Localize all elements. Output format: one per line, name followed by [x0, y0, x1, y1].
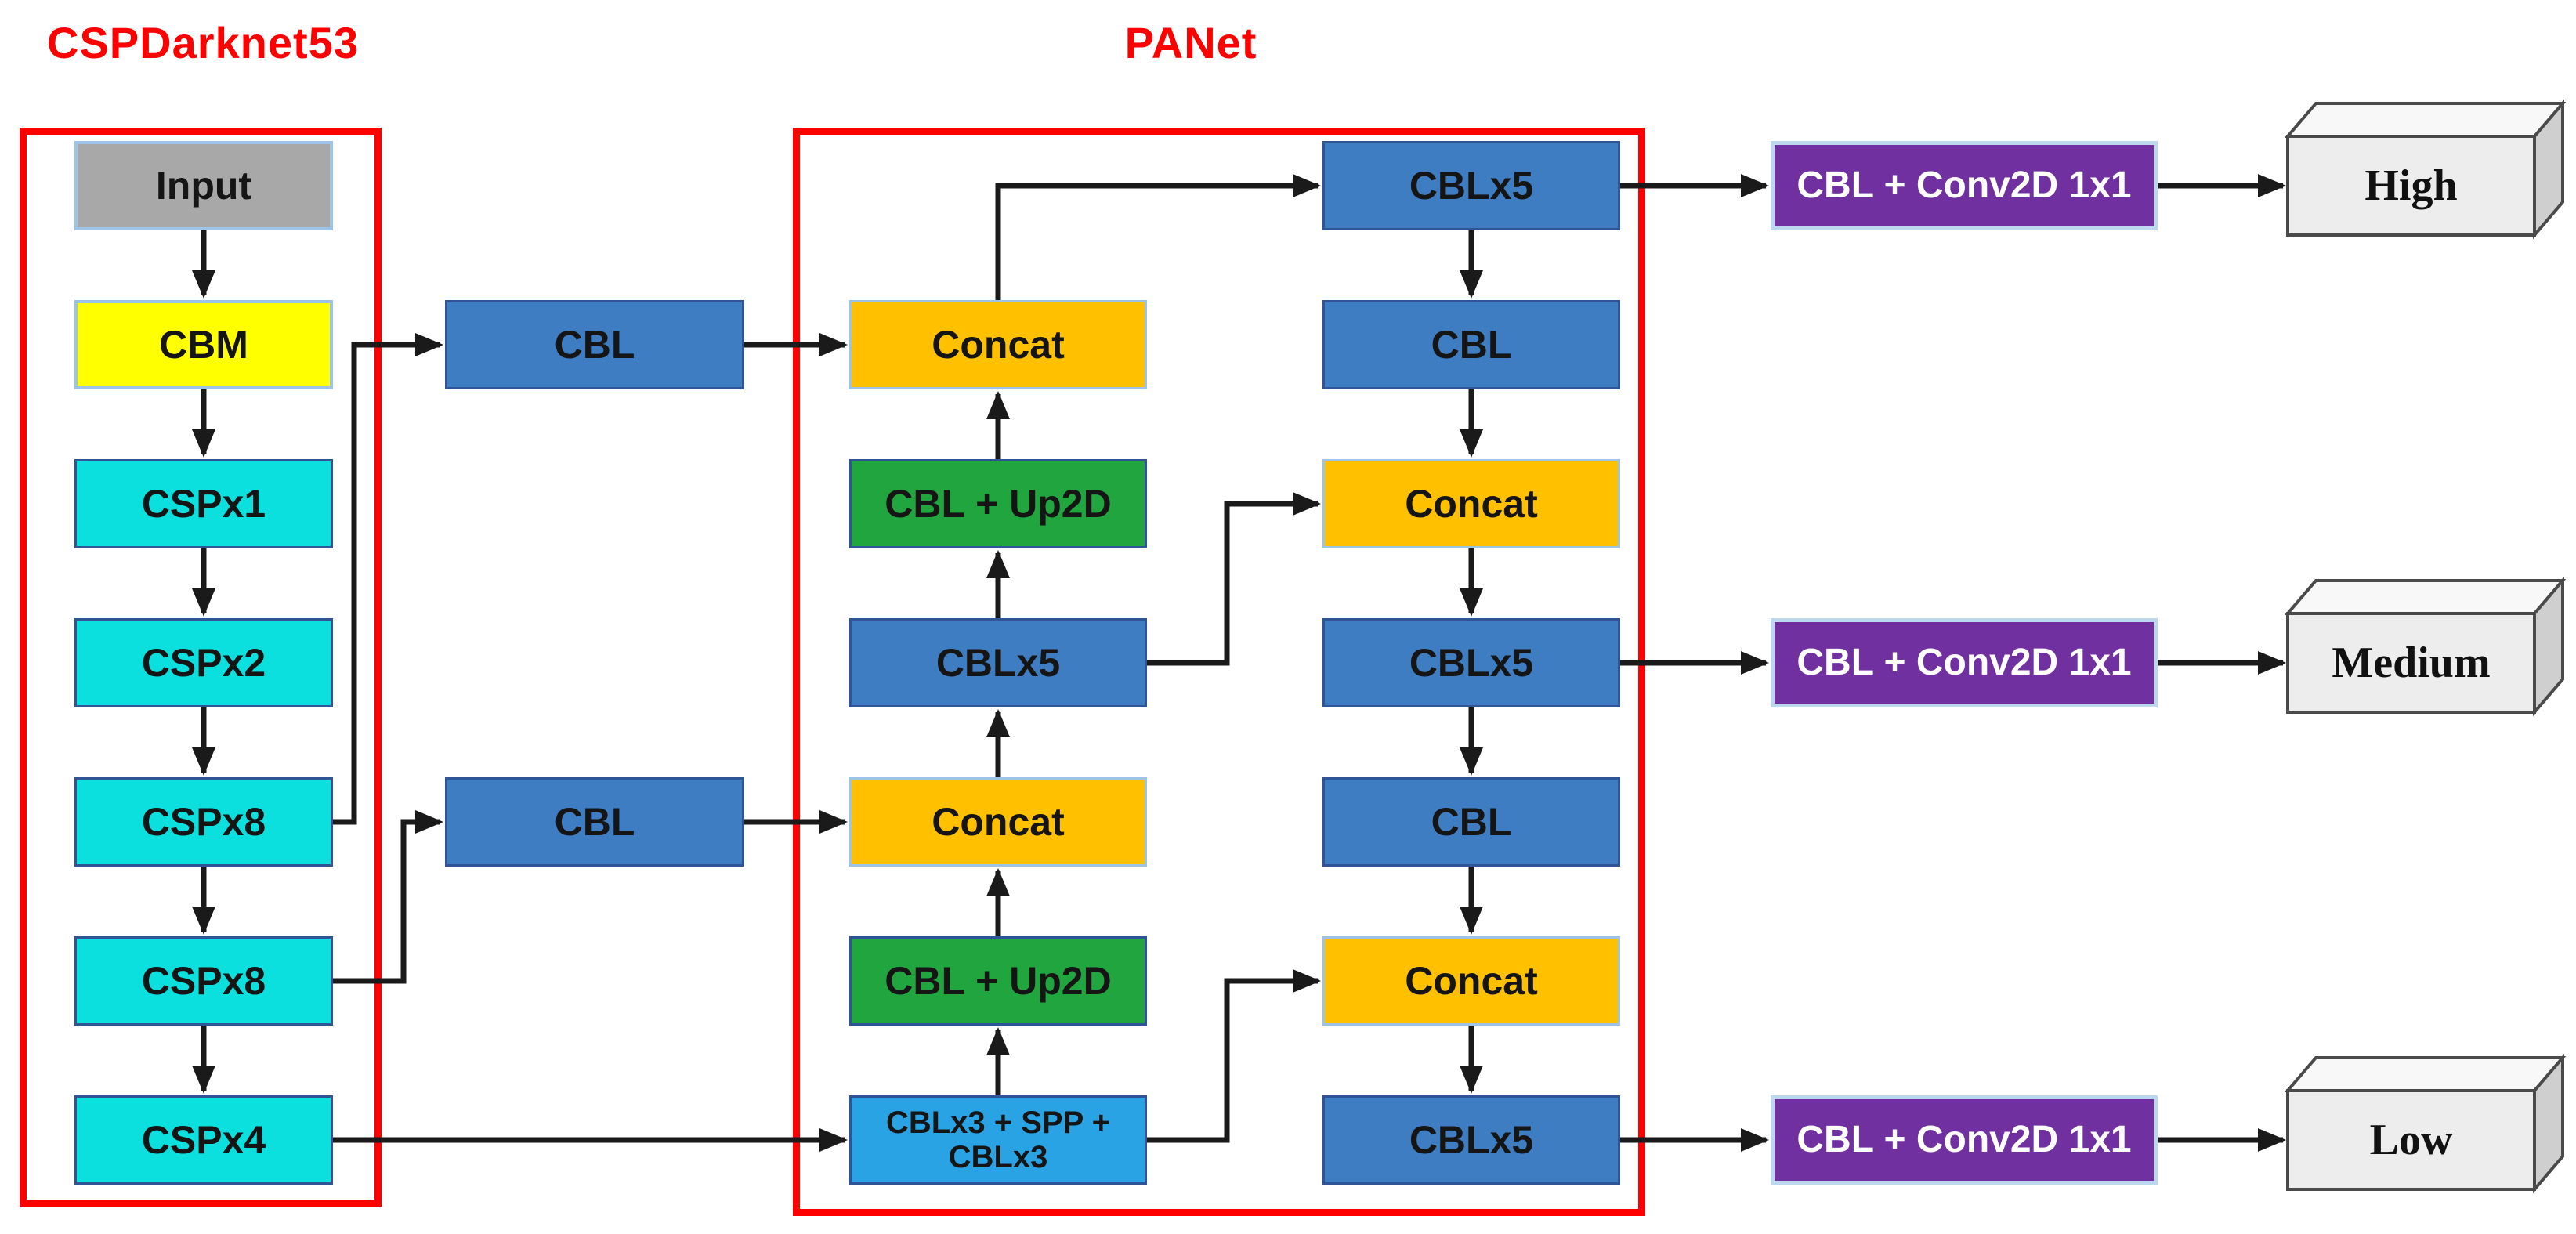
cube-top-face [2284, 1056, 2567, 1092]
backbone-block-cspx4: CSPx4 [74, 1095, 333, 1185]
backbone-block-cspx8-a: CSPx8 [74, 777, 333, 867]
panet-up2d-top: CBL + Up2D [849, 459, 1147, 548]
panet-title: PANet [1124, 18, 1257, 67]
backbone-block-cspx8-b: CSPx8 [74, 936, 333, 1026]
arrow-cspx8a-to-lateral-cbl-1 [333, 333, 443, 825]
lateral-cbl-1: CBL [445, 300, 744, 389]
lateral-cbl-2: CBL [445, 777, 744, 867]
output-label-low: Low [2369, 1116, 2453, 1164]
panet-concat-mid: Concat [849, 777, 1147, 867]
panet-r-concat-1: Concat [1322, 459, 1620, 548]
head-conv-low: CBL + Conv2D 1x1 [1771, 1095, 2158, 1185]
cube-top-face [2284, 102, 2567, 138]
panet-spp-block: CBLx3 + SPP + CBLx3 [849, 1095, 1147, 1185]
backbone-block-cspx1: CSPx1 [74, 459, 333, 548]
cube-front-face [2286, 135, 2536, 237]
backbone-block-input: Input [74, 141, 333, 230]
panet-r-cbl-2: CBL [1322, 777, 1620, 867]
output-cube-high [2284, 99, 2567, 240]
panet-frame [793, 128, 1645, 1216]
panet-r-cblx5-high: CBLx5 [1322, 141, 1620, 230]
backbone-block-cbm: CBM [74, 300, 333, 389]
panet-r-cblx5-med: CBLx5 [1322, 618, 1620, 707]
backbone-block-cspx2: CSPx2 [74, 618, 333, 707]
output-cube-medium [2284, 576, 2567, 717]
cube-front-face [2286, 612, 2536, 714]
head-conv-medium: CBL + Conv2D 1x1 [1771, 618, 2158, 707]
output-cube-low [2284, 1053, 2567, 1194]
panet-r-cblx5-low: CBLx5 [1322, 1095, 1620, 1185]
head-conv-high: CBL + Conv2D 1x1 [1771, 141, 2158, 230]
arrow-cblx5-mid-to-r-concat-1 [1147, 492, 1321, 666]
backbone-frame [20, 128, 382, 1207]
arrow-concat-top-to-r-cblx5-high [995, 174, 1321, 300]
cube-front-face [2286, 1089, 2536, 1191]
panet-cblx5-mid: CBLx5 [849, 618, 1147, 707]
backbone-title: CSPDarknet53 [47, 18, 359, 67]
cube-top-face [2284, 579, 2567, 615]
output-label-medium: Medium [2332, 639, 2491, 687]
panet-r-cbl-1: CBL [1322, 300, 1620, 389]
spp-label-line1: CBLx3 + SPP + [885, 1106, 1111, 1140]
spp-label-line2: CBLx3 [948, 1140, 1048, 1174]
panet-concat-top: Concat [849, 300, 1147, 389]
arrow-cspx8b-to-lateral-cbl-2 [333, 810, 443, 984]
panet-r-concat-2: Concat [1322, 936, 1620, 1026]
output-label-high: High [2364, 161, 2458, 210]
arrow-spp-to-r-concat-2 [1147, 969, 1321, 1143]
panet-up2d-bottom: CBL + Up2D [849, 936, 1147, 1026]
